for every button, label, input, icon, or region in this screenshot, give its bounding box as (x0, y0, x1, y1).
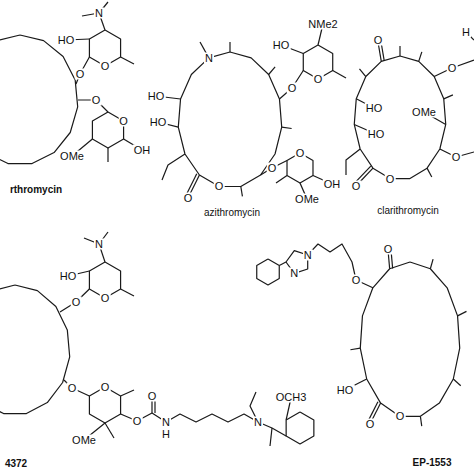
bond-line (107, 148, 108, 162)
atom-label: HO (57, 35, 76, 46)
atom-label: N (94, 239, 104, 250)
bond-line (419, 52, 422, 61)
bond-line (261, 161, 287, 176)
bond-line (229, 42, 230, 52)
atom-label: O (91, 95, 102, 106)
bond-line (60, 289, 89, 312)
bond-line (257, 259, 280, 285)
bond-line (282, 127, 292, 128)
atom-label: O (267, 163, 278, 174)
atom-label: O (385, 174, 396, 185)
bond-line (350, 348, 360, 350)
atom-label: N (253, 417, 263, 428)
atom-label: O (313, 74, 324, 85)
compound-name: EP-1553 (412, 458, 453, 468)
atom-label: HO (336, 385, 355, 396)
bond-line (105, 423, 114, 438)
atom-label: HO (147, 91, 166, 102)
bond-line (279, 262, 286, 266)
atom-label: O (100, 61, 111, 72)
bond-line (434, 60, 474, 77)
atom-label: OMe (411, 107, 437, 118)
bond-line (444, 95, 453, 99)
atom-label: O (118, 116, 129, 127)
bond-line (346, 149, 360, 175)
atom-label: O (351, 275, 362, 286)
compound-name: azithromycin (203, 208, 261, 218)
compound-name: 4372 (4, 459, 28, 469)
atom-label: O (365, 419, 376, 430)
atom-label: O (287, 83, 298, 94)
atom-label: O (373, 35, 384, 46)
atom-label: HO (365, 103, 384, 114)
atom-label: O (295, 148, 306, 159)
atom-label: O (71, 297, 82, 308)
atom-label: O (132, 416, 143, 427)
atom-label: H (461, 27, 471, 38)
bond-line (64, 380, 89, 396)
atom-label: HO (149, 117, 168, 128)
bond-line (427, 168, 432, 177)
bond-line (162, 154, 185, 180)
atom-label: OCH3 (275, 392, 308, 403)
atom-label: N (289, 268, 299, 279)
bond-line (178, 52, 281, 187)
atom-label: OH (323, 179, 342, 190)
atom-label: O (447, 63, 458, 74)
atom-label: HO (367, 129, 386, 140)
bond-line (121, 289, 134, 296)
bond-line (121, 390, 134, 396)
bond-line (308, 244, 373, 288)
atom-label: O (100, 382, 111, 393)
atom-label: O (351, 181, 362, 192)
bond-line (0, 35, 78, 164)
atom-label: OMe (294, 194, 320, 205)
bond-line (279, 71, 303, 99)
bond-line (333, 71, 346, 79)
atom-label: O (100, 293, 111, 304)
atom-label: O (214, 181, 225, 192)
atom-label: N (94, 8, 104, 19)
bond-line (276, 176, 287, 184)
atom-label: N (303, 249, 313, 260)
atom-label: O (67, 383, 78, 394)
atom-label: OH (133, 145, 152, 156)
atom-label: O (183, 193, 194, 204)
bond-line (270, 428, 272, 446)
bond-line (359, 69, 365, 77)
bond-line (458, 311, 467, 316)
bond-line (420, 416, 421, 426)
atom-label: HO (272, 40, 291, 51)
bond-line (0, 285, 70, 414)
bond-line (430, 259, 433, 269)
atom-label: OMe (71, 435, 97, 446)
compound-name: clarithromycin (376, 206, 440, 216)
bond-line (241, 187, 243, 197)
bond-line (269, 67, 275, 75)
bond-line (354, 56, 445, 179)
atom-label: H (161, 429, 171, 440)
atom-label: O (395, 411, 406, 422)
atom-label: N (204, 53, 214, 64)
bond-line (453, 379, 460, 386)
atom-label: NMe2 (307, 19, 338, 30)
bond-line (286, 412, 314, 444)
bond-line (360, 262, 459, 416)
atom-label: O (451, 152, 462, 163)
atom-label: HO (59, 271, 78, 282)
compound-name: rthromycin (9, 185, 63, 195)
atom-label: O (75, 69, 86, 80)
atom-label: N (161, 417, 171, 428)
bond-line (121, 57, 134, 64)
atom-label: OMe (59, 151, 85, 162)
bond-line (399, 46, 400, 56)
atom-label: O (147, 391, 158, 402)
atom-label: O (383, 244, 394, 255)
